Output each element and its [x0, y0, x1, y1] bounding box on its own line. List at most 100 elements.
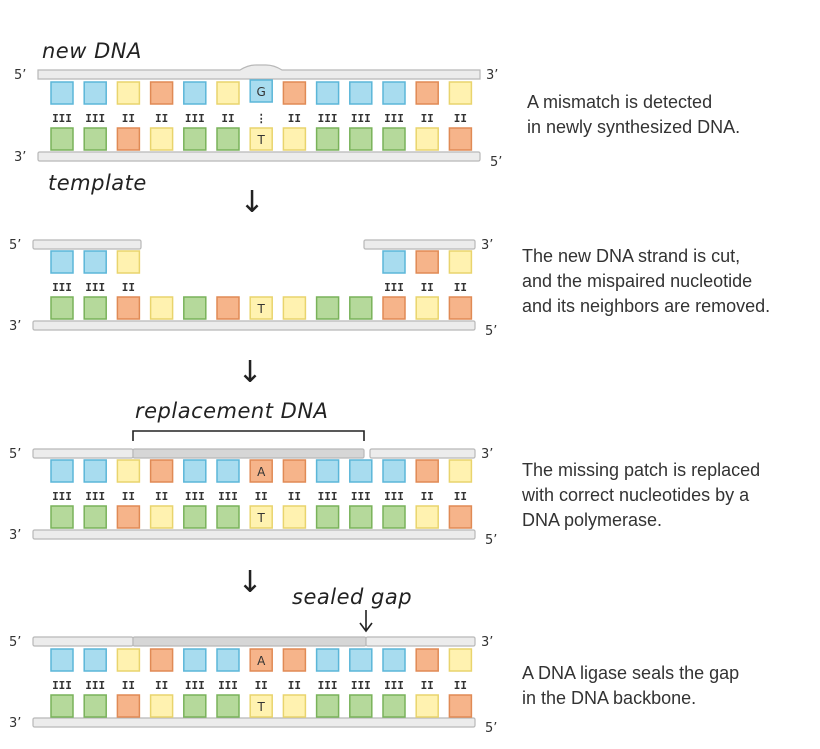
new-strand-backbone-right: [365, 636, 476, 647]
template-nucleotide: [116, 127, 141, 151]
strand-end-label: 3’: [14, 150, 26, 165]
new-strand-nucleotide: [116, 81, 141, 105]
template-nucleotide: [282, 694, 307, 718]
new-dna-label: new DNA: [42, 39, 142, 63]
template-nucleotide: [349, 694, 373, 718]
new-strand-nucleotide: [216, 81, 240, 105]
template-nucleotide: [83, 127, 107, 151]
step2-description: The new DNA strand is cut,and the mispai…: [522, 246, 771, 316]
strand-end-label: 3’: [486, 68, 498, 83]
hydrogen-bond-marker: III: [185, 112, 205, 125]
new-strand-nucleotide: [349, 648, 373, 672]
step-arrow-icon: ↓: [237, 565, 262, 600]
strand-end-label: 5’: [9, 238, 21, 253]
strand-end-label: 5’: [9, 447, 21, 462]
template-nucleotide: [349, 296, 373, 320]
hydrogen-bond-marker: III: [85, 112, 105, 125]
new-strand-nucleotide: [50, 459, 74, 483]
template-nucleotide: [282, 505, 307, 529]
template-nucleotide: [415, 296, 439, 320]
template-nucleotide: [83, 296, 107, 320]
base-letter: T: [257, 511, 266, 525]
hydrogen-bond-marker: II: [122, 281, 135, 294]
hydrogen-bond-marker: II: [255, 679, 268, 692]
hydrogen-bond-marker: III: [218, 679, 238, 692]
template-nucleotide: [315, 505, 340, 529]
new-strand-backbone-right: [369, 448, 476, 459]
new-strand-nucleotide: [83, 250, 107, 274]
new-strand-nucleotide: [382, 81, 406, 105]
new-strand-backbone-left: [32, 448, 134, 459]
hydrogen-bond-marker: III: [52, 490, 72, 503]
replacement-patch-backbone: [132, 636, 367, 647]
base-letter: T: [257, 700, 266, 714]
template-label: template: [48, 171, 147, 195]
strand-end-label: 3’: [481, 447, 493, 462]
new-strand-nucleotide: [249, 648, 273, 672]
new-strand-nucleotide: [382, 648, 406, 672]
new-strand-nucleotide: [349, 459, 373, 483]
template-nucleotide: [149, 296, 174, 320]
hydrogen-bond-marker: III: [384, 490, 404, 503]
new-strand-nucleotide: [448, 81, 473, 105]
template-nucleotide: [249, 296, 273, 320]
template-nucleotide: [116, 296, 141, 320]
new-strand-backbone-left: [32, 636, 134, 647]
hydrogen-bond-marker: III: [351, 112, 371, 125]
template-nucleotide: [249, 694, 273, 718]
hydrogen-bond-marker: II: [155, 112, 168, 125]
hydrogen-bond-marker: II: [155, 679, 168, 692]
strand-end-label: 5’: [485, 324, 497, 339]
new-strand-nucleotide: [349, 81, 373, 105]
strand-end-label: 5’: [490, 155, 502, 170]
sealed-gap-label: sealed gap: [292, 585, 412, 609]
hydrogen-bond-marker: III: [185, 490, 205, 503]
template-nucleotide: [382, 127, 406, 151]
base-letter: G: [257, 85, 266, 99]
new-strand-nucleotide: [415, 81, 439, 105]
new-strand-backbone-left: [32, 239, 142, 250]
template-nucleotide: [149, 694, 174, 718]
hydrogen-bond-marker: III: [384, 112, 404, 125]
hydrogen-bond-marker: III: [384, 679, 404, 692]
template-nucleotide: [382, 296, 406, 320]
template-nucleotide: [149, 127, 174, 151]
new-strand-nucleotide: [282, 459, 307, 483]
new-strand-nucleotide: [382, 459, 406, 483]
hydrogen-bond-marker: II: [122, 490, 135, 503]
template-strand-backbone: [37, 151, 481, 162]
step-arrow-icon: ↓: [237, 355, 262, 390]
strand-end-label: 5’: [9, 635, 21, 650]
hydrogen-bond-marker: II: [454, 281, 467, 294]
new-strand-nucleotide: [282, 648, 307, 672]
template-nucleotide: [216, 127, 240, 151]
hydrogen-bond-marker: III: [85, 490, 105, 503]
base-letter: A: [257, 654, 266, 668]
template-nucleotide: [216, 505, 240, 529]
template-nucleotide: [448, 505, 473, 529]
new-strand-nucleotide: [448, 250, 473, 274]
template-nucleotide: [83, 505, 107, 529]
template-nucleotide: [249, 505, 273, 529]
new-strand-nucleotide: [183, 648, 207, 672]
strand-end-label: 5’: [485, 533, 497, 548]
new-strand-nucleotide: [50, 648, 74, 672]
template-nucleotide: [83, 694, 107, 718]
new-strand-nucleotide: [315, 81, 340, 105]
template-nucleotide: [315, 127, 340, 151]
new-strand-nucleotide: [83, 459, 107, 483]
new-strand-nucleotide: [448, 459, 473, 483]
hydrogen-bond-marker: II: [421, 281, 434, 294]
new-strand-nucleotide: [183, 81, 207, 105]
strand-end-label: 5’: [14, 68, 26, 83]
hydrogen-bond-marker: III: [218, 490, 238, 503]
template-nucleotide: [415, 505, 439, 529]
hydrogen-bond-marker: III: [384, 281, 404, 294]
hydrogen-bond-marker: III: [52, 281, 72, 294]
hydrogen-bond-marker: III: [52, 679, 72, 692]
template-nucleotide: [315, 694, 340, 718]
